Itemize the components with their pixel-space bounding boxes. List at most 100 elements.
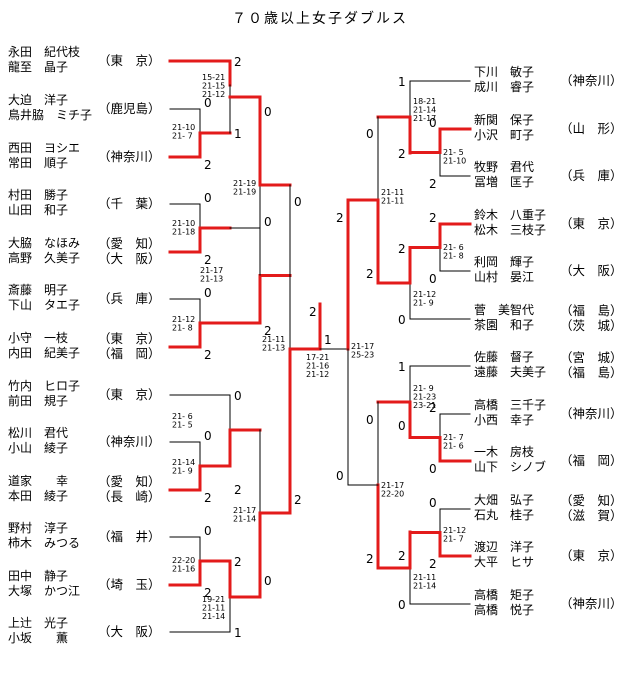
match-score: 2 — [234, 55, 242, 69]
match-score: 0 — [264, 574, 272, 588]
game-score: 21-10 — [172, 219, 195, 228]
game-score: 21-12 — [202, 90, 225, 99]
match-score: 2 — [234, 483, 242, 497]
game-score: 22-20 — [172, 556, 195, 565]
team-prefecture: （福 岡） — [560, 453, 623, 468]
match-score: 0 — [336, 469, 344, 483]
game-score: 21-18 — [172, 228, 195, 237]
game-score: 21-11 — [202, 604, 225, 613]
game-score: 21- 7 — [443, 535, 464, 544]
team-prefecture: （大 阪） — [98, 251, 161, 266]
team-prefecture: （千 葉） — [98, 196, 161, 211]
match-score: 2 — [429, 177, 437, 191]
team-prefecture: （神奈川） — [560, 73, 623, 88]
team-player-2: 茶園 和子 — [474, 318, 535, 332]
game-score: 21-16 — [306, 362, 329, 371]
team-player-2: 内田 紀美子 — [8, 346, 81, 360]
team-player-2: 高橋 悦子 — [474, 603, 535, 617]
match-score: 2 — [429, 557, 437, 571]
team-player-2: 常田 順子 — [8, 156, 69, 170]
match-score: 2 — [264, 324, 272, 338]
team-prefecture: （東 京） — [98, 53, 161, 68]
team-player-1: 高橋 三千子 — [474, 398, 547, 412]
team-player-2: 本田 綾子 — [8, 489, 69, 503]
game-score: 21-11 — [381, 197, 404, 206]
match-score: 0 — [204, 96, 212, 110]
team-player-1: 大脇 なほみ — [8, 236, 81, 250]
match-score: 2 — [366, 552, 374, 566]
team-player-1: 野村 淳子 — [8, 521, 69, 535]
game-score: 19-21 — [202, 595, 225, 604]
game-score: 21-17 — [413, 114, 436, 123]
match-score: 2 — [366, 267, 374, 281]
match-score: 0 — [294, 195, 302, 209]
game-score: 21- 9 — [413, 299, 434, 308]
game-score: 22-20 — [381, 490, 404, 499]
game-score: 21-14 — [233, 515, 256, 524]
game-score: 21- 7 — [172, 132, 193, 141]
team-prefecture: （大 阪） — [98, 624, 161, 639]
match-score: 0 — [264, 105, 272, 119]
game-score: 21- 6 — [172, 412, 193, 421]
match-score: 2 — [204, 586, 212, 600]
game-score: 17-21 — [306, 353, 329, 362]
match-score: 0 — [204, 524, 212, 538]
team-player-1: 鈴木 八重子 — [474, 208, 547, 222]
team-player-2: 松木 三枝子 — [474, 223, 547, 237]
page-title: ７０歳以上女子ダブルス — [232, 11, 408, 27]
game-score: 21-17 — [200, 266, 223, 275]
game-score: 21- 8 — [443, 252, 464, 261]
team-player-1: 永田 紀代枝 — [8, 45, 81, 59]
game-score: 21-11 — [381, 188, 404, 197]
game-score: 21-17 — [381, 481, 404, 490]
team-player-1: 新関 保子 — [474, 113, 535, 127]
match-score: 1 — [234, 127, 242, 141]
game-score: 21-13 — [200, 275, 223, 284]
match-score: 0 — [204, 429, 212, 443]
team-prefecture: （東 京） — [560, 548, 623, 563]
match-score: 0 — [204, 191, 212, 205]
match-score: 2 — [336, 211, 344, 225]
team-prefecture: （宮 城） — [560, 350, 623, 365]
team-prefecture: （埼 玉） — [98, 577, 161, 592]
team-player-1: 菅 美智代 — [474, 303, 535, 317]
game-score: 25-23 — [351, 351, 374, 360]
team-player-1: 竹内 ヒロ子 — [8, 379, 81, 393]
team-prefecture: （神奈川） — [98, 434, 161, 449]
game-score: 21- 7 — [443, 433, 464, 442]
match-score: 2 — [204, 158, 212, 172]
team-player-2: 冨増 匡子 — [474, 175, 535, 189]
match-score: 2 — [398, 549, 406, 563]
game-score: 21-10 — [172, 123, 195, 132]
team-player-1: 上辻 光子 — [8, 616, 69, 630]
game-score: 21- 5 — [443, 148, 464, 157]
match-score: 2 — [429, 211, 437, 225]
team-prefecture: （愛 知） — [98, 474, 161, 489]
team-player-1: 西田 ヨシエ — [8, 141, 81, 155]
game-score: 21-14 — [413, 106, 436, 115]
team-player-1: 村田 勝子 — [8, 188, 69, 202]
match-score: 2 — [398, 147, 406, 161]
match-score: 2 — [204, 491, 212, 505]
team-player-1: 牧野 君代 — [474, 160, 535, 174]
match-score: 0 — [429, 496, 437, 510]
match-score: 2 — [234, 555, 242, 569]
team-player-1: 一木 房枝 — [474, 445, 535, 459]
team-prefecture: （兵 庫） — [98, 291, 161, 306]
team-player-1: 松川 君代 — [8, 426, 69, 440]
game-score: 21- 8 — [172, 324, 193, 333]
match-score: 2 — [294, 493, 302, 507]
game-score: 21-17 — [233, 506, 256, 515]
game-score: 21-16 — [172, 565, 195, 574]
team-player-2: 大平 ヒサ — [474, 555, 535, 569]
team-prefecture: （山 形） — [560, 121, 623, 136]
team-prefecture: （東 京） — [560, 216, 623, 231]
team-player-2: 小西 幸子 — [474, 413, 535, 427]
game-score: 15-21 — [202, 73, 225, 82]
game-score: 21- 6 — [443, 442, 464, 451]
team-player-2: 前田 規子 — [8, 394, 69, 408]
team-prefecture: （東 京） — [98, 387, 161, 402]
team-player-2: 小沢 町子 — [474, 128, 535, 142]
match-score: 0 — [429, 116, 437, 130]
